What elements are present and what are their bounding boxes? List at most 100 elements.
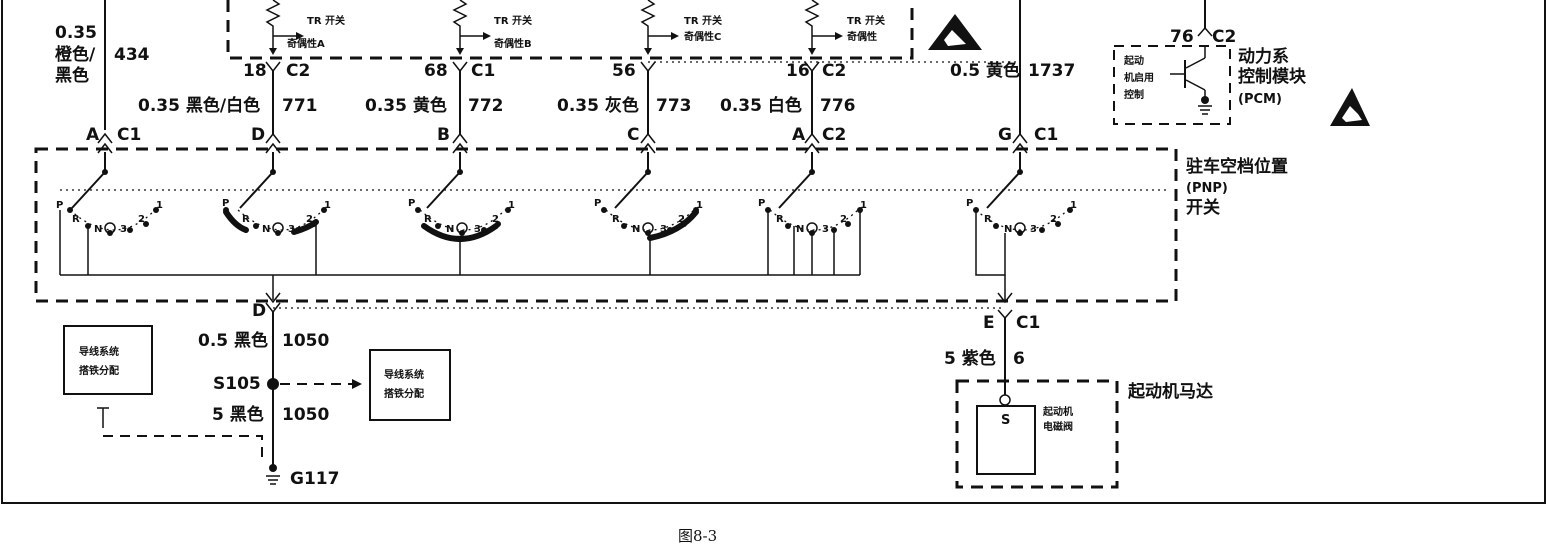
wire-773-circuit: 773 [656, 96, 692, 116]
pcm-tr-switch-box [226, 0, 914, 60]
resistor-icon [804, 0, 820, 52]
pnp-pin-a2: A [792, 125, 806, 145]
pnp-section-g: P R N 3 2 1 [966, 152, 1077, 300]
tr-switch-c-sub: 奇偶性C [684, 30, 721, 43]
gear-n: N [262, 224, 270, 235]
ground-box-left-line2: 搭铁分配 [79, 364, 119, 377]
splice-s105: S105 [213, 374, 261, 394]
wire-434-color2: 黑色 [55, 65, 89, 86]
pnp-title-3: 开关 [1186, 197, 1220, 218]
pnp-section-b: P R N 3 2 1 [408, 152, 515, 275]
gear-n: N [446, 224, 454, 235]
gear-p: P [594, 198, 601, 209]
wire-1050a-spec: 0.5 黑色 [198, 330, 268, 351]
pnp-title-1: 驻车空档位置 [1186, 156, 1288, 177]
gear-1: 1 [860, 200, 867, 211]
pnp-section-a: P R N 3 2 1 [56, 152, 163, 275]
wire-1050b-spec: 5 黑色 [212, 404, 264, 425]
signal-wire-771: 18 C2 0.35 黑色/白色 771 [138, 61, 318, 135]
pcm-inner-1: 起动 [1123, 54, 1144, 67]
pcm-pin-16: 16 [786, 61, 810, 81]
gear-1: 1 [696, 200, 703, 211]
pnp-section-d: P R N 3 2 1 [222, 152, 331, 275]
pnp-pin-c: C [627, 125, 639, 145]
pcm-conn-16: C2 [822, 61, 846, 81]
wire-1737-spec: 0.5 黄色 [950, 60, 1020, 81]
pcm-pin-18: 18 [243, 61, 267, 81]
wire-1050b-circuit: 1050 [282, 405, 329, 425]
gear-3: 3 [474, 224, 481, 235]
gear-p: P [408, 198, 415, 209]
solenoid-label-1: 起动机 [1042, 405, 1073, 418]
gear-p: P [222, 198, 229, 209]
gear-1: 1 [324, 200, 331, 211]
esd-warning-icon [928, 14, 982, 50]
pnp-section-c: P R N 3 2 1 [594, 152, 703, 275]
resistor-icon [452, 0, 468, 52]
pnp-pin-g: G [998, 125, 1012, 145]
tr-switch-b: TR 开关 奇偶性B [452, 0, 532, 55]
wire-1737-circuit: 1737 [1028, 61, 1075, 81]
pcm-inner-2: 机启用 [1124, 71, 1154, 84]
pnp-conn-a2: C2 [822, 125, 846, 145]
tr-switch-d: TR 开关 奇偶性 [804, 0, 885, 55]
gear-r: R [776, 214, 784, 225]
solenoid-letter: S [1001, 413, 1010, 428]
diagram-frame [1, 0, 1546, 504]
resistor-icon [640, 0, 656, 52]
wire-772-spec: 0.35 黄色 [365, 95, 447, 116]
starter-motor-title: 起动机马达 [1127, 381, 1213, 402]
wire-772-circuit: 772 [468, 96, 504, 116]
pnp-pin-b: B [437, 125, 450, 145]
wire-773-spec: 0.35 灰色 [557, 95, 639, 116]
tr-switch-c: TR 开关 奇偶性C [640, 0, 722, 55]
wire-1050a-circuit: 1050 [282, 331, 329, 351]
pcm-title-1: 动力系 [1238, 46, 1289, 67]
gear-3: 3 [822, 224, 829, 235]
tr-switch-a-label: TR 开关 [307, 14, 345, 27]
wire-434-size: 0.35 [55, 23, 97, 43]
gear-2: 2 [138, 214, 145, 225]
pnp-section-a2: P R N 3 2 1 [758, 152, 867, 275]
gear-2: 2 [306, 214, 313, 225]
signal-wire-776: 16 C2 0.35 白色 776 [720, 61, 856, 135]
tr-switch-a: TR 开关 奇偶性A [265, 0, 345, 55]
signal-wire-772: 68 C1 0.35 黄色 772 [365, 61, 504, 135]
solenoid-label-2: 电磁阀 [1043, 420, 1073, 433]
signal-wire-773: 56 0.35 灰色 773 [557, 61, 692, 135]
esd-warning-icon [1330, 88, 1370, 126]
tr-switch-d-label: TR 开关 [847, 14, 885, 27]
pnp-conn-a1: C1 [117, 125, 141, 145]
pcm-pin-76: 76 [1170, 27, 1194, 47]
wire-434: 0.35 橙色/ 434 黑色 [55, 0, 150, 130]
gear-n: N [632, 224, 640, 235]
ground-box-right-line2: 搭铁分配 [384, 387, 424, 400]
bottom-pin-d: D [252, 301, 266, 321]
gear-r: R [612, 214, 620, 225]
wire-776-circuit: 776 [820, 96, 856, 116]
starter-motor-circuit: 5 紫色 6 起动机马达 S 起动机 电磁阀 [944, 318, 1213, 489]
wire-776-spec: 0.35 白色 [720, 95, 802, 116]
wire-1737: 0.5 黄色 1737 [950, 0, 1075, 135]
gear-2: 2 [840, 214, 847, 225]
gear-2: 2 [1050, 214, 1057, 225]
figure-caption: 图8-3 [678, 527, 717, 545]
ground-circuit: 0.5 黑色 1050 S105 5 黑色 1050 G117 导线系统 搭铁分… [63, 312, 451, 489]
pnp-switch-sections: P R N 3 2 1 P R N 3 2 1 [56, 152, 1077, 300]
tr-switch-c-label: TR 开关 [684, 14, 722, 27]
tr-switch-a-sub: 奇偶性A [287, 37, 325, 50]
pcm-conn-18: C2 [286, 61, 310, 81]
starter-motor-box [955, 379, 1119, 489]
pnp-conn-g: C1 [1034, 125, 1058, 145]
gear-p: P [56, 200, 63, 211]
gear-1: 1 [1070, 200, 1077, 211]
solenoid-terminal-icon [999, 394, 1011, 406]
pcm-pin-68: 68 [424, 61, 448, 81]
gear-2: 2 [492, 214, 499, 225]
wire-434-circuit: 434 [114, 45, 150, 65]
ground-box-left-line1: 导线系统 [79, 345, 119, 358]
wire-6-circuit: 6 [1013, 349, 1025, 369]
gear-r: R [242, 214, 250, 225]
gear-3: 3 [120, 224, 127, 235]
